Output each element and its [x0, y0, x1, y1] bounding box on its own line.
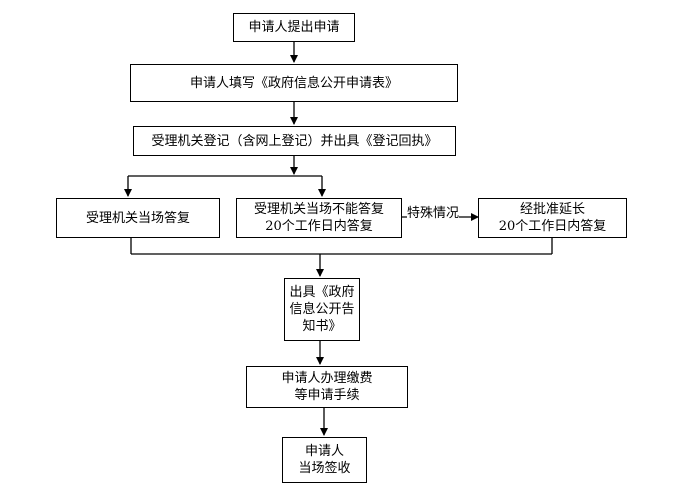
- step-answer-20-days-text: 受理机关当场不能答复 20个工作日内答复: [253, 202, 384, 234]
- step-answer-on-site-text: 受理机关当场答复: [85, 210, 190, 226]
- step-sign-receipt-text: 申请人 当场签收: [298, 444, 351, 476]
- step-register-box: 受理机关登记（含网上登记）并出具《登记回执》: [133, 126, 456, 156]
- step-pay-fees-box: 申请人办理缴费 等申请手续: [246, 366, 408, 408]
- step-answer-20-days-box: 受理机关当场不能答复 20个工作日内答复: [236, 198, 402, 238]
- step-issue-notice-box: 出具《政府 信息公开告 知书》: [284, 278, 360, 341]
- step-answer-on-site-box: 受理机关当场答复: [56, 198, 220, 238]
- step-fill-form-box: 申请人填写《政府信息公开申请表》: [130, 64, 458, 102]
- step-fill-form-text: 申请人填写《政府信息公开申请表》: [189, 75, 398, 91]
- step-submit-text: 申请人提出申请: [248, 20, 340, 35]
- step-extension-text: 经批准延长 20个工作日内答复: [498, 202, 607, 234]
- step-sign-receipt-box: 申请人 当场签收: [282, 437, 367, 483]
- special-case-label: 特殊情况: [407, 206, 460, 222]
- step-register-text: 受理机关登记（含网上登记）并出具《登记回执》: [151, 133, 438, 149]
- step-submit-box: 申请人提出申请: [233, 13, 355, 42]
- step-pay-fees-text: 申请人办理缴费 等申请手续: [281, 371, 373, 403]
- step-issue-notice-text: 出具《政府 信息公开告 知书》: [289, 285, 355, 334]
- step-extension-box: 经批准延长 20个工作日内答复: [478, 198, 627, 238]
